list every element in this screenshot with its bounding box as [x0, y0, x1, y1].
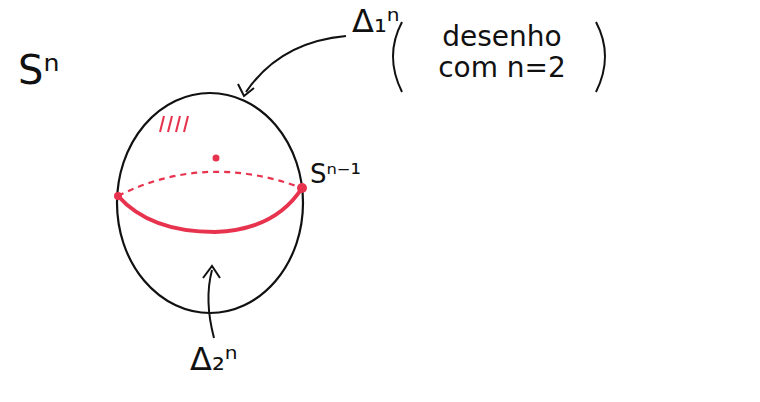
equator-label: Sⁿ⁻¹	[310, 160, 361, 189]
equator-point	[297, 183, 307, 193]
equator-point	[213, 155, 220, 162]
leader-line	[246, 36, 346, 92]
equator-front	[118, 188, 302, 232]
hemisphere-label: Δ₁ⁿ	[352, 4, 399, 39]
hemisphere-label: Δ₂ⁿ	[190, 342, 237, 377]
leader-arrow	[238, 84, 254, 96]
hatch-marks	[160, 116, 188, 132]
note-text: desenho com n=2	[412, 22, 592, 84]
parenthesis	[596, 22, 605, 92]
space-label: Sⁿ	[18, 48, 59, 92]
leader-arrow	[203, 266, 220, 278]
equator-back	[118, 172, 302, 196]
leader-line	[208, 270, 214, 338]
equator-point	[114, 192, 122, 200]
